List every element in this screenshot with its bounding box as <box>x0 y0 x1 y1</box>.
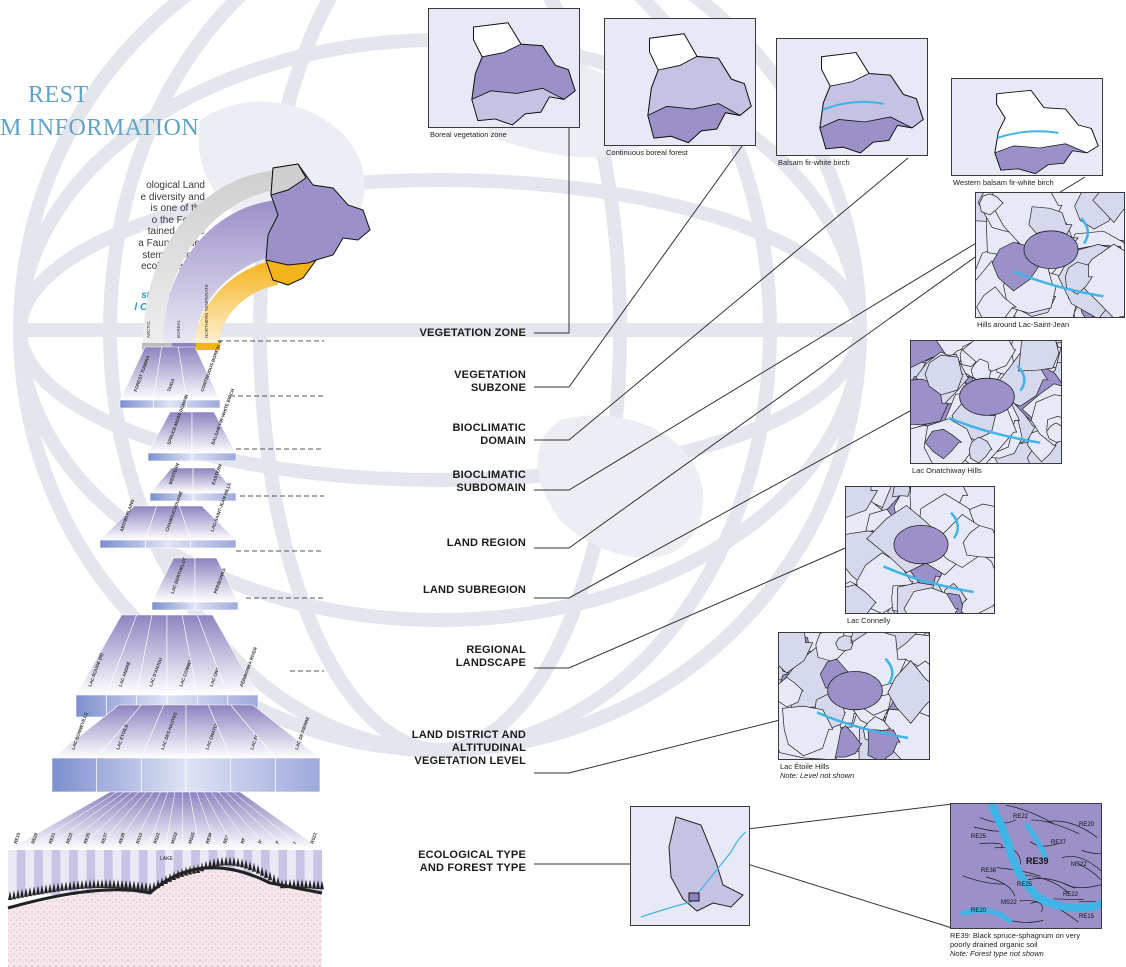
inset-label: RE22 <box>1063 892 1079 898</box>
map-caption-text: Boreal vegetation zone <box>430 130 507 139</box>
inset-label: RE25 <box>1017 882 1033 888</box>
map-balsam-fir <box>776 38 928 156</box>
level-label-bioclimatic-domain: BIOCLIMATIC DOMAIN <box>326 422 526 448</box>
map-lac-etoile <box>778 632 930 760</box>
ecotype-label: RE15 <box>13 832 21 845</box>
map-boreal-zone <box>428 8 580 128</box>
map-lac-connelly <box>845 486 995 614</box>
inset-label: RE25 <box>971 834 987 840</box>
level-label-land-region: LAND REGION <box>326 537 526 550</box>
inset-label: RE38 <box>981 868 997 874</box>
map-caption-text: Lac Étoile Hills <box>780 762 829 771</box>
arc-label-northern-temperate: NORTHERN TEMPERATE <box>204 284 209 338</box>
level-label-ecological-type: ECOLOGICAL TYPE AND FOREST TYPE <box>326 849 526 875</box>
map-lac-onatchiway <box>910 340 1062 464</box>
level-label-regional-landscape: REGIONAL LANDSCAPE <box>326 644 526 670</box>
map-caption-text: Western balsam fir-white birch <box>953 178 1054 187</box>
title-line-1: REST <box>28 80 89 110</box>
map-caption-lac-onatchiway: Lac Onatchiway Hills <box>912 466 982 475</box>
map-caption-hills-lac-saint-jean: Hills around Lac-Saint-Jean <box>977 320 1069 329</box>
map-caption-text: Lac Onatchiway Hills <box>912 466 982 475</box>
map-continuous-boreal <box>604 18 756 146</box>
map-caption-re39: RE39: Black spruce-sphagnum on very poor… <box>950 931 1080 958</box>
map-caption-text: Lac Connelly <box>847 616 890 625</box>
map-caption-continuous-boreal: Continuous boreal forest <box>606 148 688 157</box>
map-caption-note: Note: Level not shown <box>780 771 854 780</box>
pyramid-bar <box>120 400 220 408</box>
inset-label: RE20 <box>971 908 987 914</box>
inset-label: RE15 <box>1079 914 1095 920</box>
map-caption-text: Balsam fir-white birch <box>778 158 850 167</box>
level-label-vegetation-zone: VEGETATION ZONE <box>326 327 526 340</box>
map-caption-note: Note: Forest type not shown <box>950 949 1044 958</box>
lake-label: LAKE <box>160 856 173 862</box>
map-caption-boreal-zone: Boreal vegetation zone <box>430 130 507 139</box>
map-re39 <box>630 806 750 926</box>
arc-label-arctic: ARCTIC <box>146 321 151 339</box>
level-label-vegetation-subzone: VEGETATION SUBZONE <box>326 369 526 395</box>
title-line-2: M INFORMATION <box>0 113 199 143</box>
map-caption-western-balsam: Western balsam fir-white birch <box>953 178 1054 187</box>
inset-label: MS22 <box>1001 900 1017 906</box>
map-caption-balsam-fir: Balsam fir-white birch <box>778 158 850 167</box>
map-caption-text: Continuous boreal forest <box>606 148 688 157</box>
level-label-land-subregion: LAND SUBREGION <box>326 584 526 597</box>
level-label-bioclimatic-subdomain: BIOCLIMATIC SUBDOMAIN <box>326 469 526 495</box>
inset-label: MS22 <box>1071 862 1087 868</box>
pyramid-bar <box>100 540 236 548</box>
arc-label-boreal: BOREAL <box>176 319 181 338</box>
ecotype-label: RS22 <box>309 832 317 845</box>
map-caption-text: Hills around Lac-Saint-Jean <box>977 320 1069 329</box>
level-label-land-district: LAND DISTRICT AND ALTITUDINAL VEGETATION… <box>326 729 526 768</box>
map-caption-text: RE39: Black spruce-sphagnum on very poor… <box>950 931 1080 949</box>
inset-label: RE20 <box>1079 822 1095 828</box>
inset-label: RE22 <box>1013 814 1029 820</box>
map-caption-lac-connelly: Lac Connelly <box>847 616 890 625</box>
map-western-balsam <box>951 78 1103 176</box>
inset-label: RE39 <box>1026 856 1049 866</box>
inset-label: RE37 <box>1051 840 1067 846</box>
map-hills-lac-saint-jean <box>975 192 1125 318</box>
